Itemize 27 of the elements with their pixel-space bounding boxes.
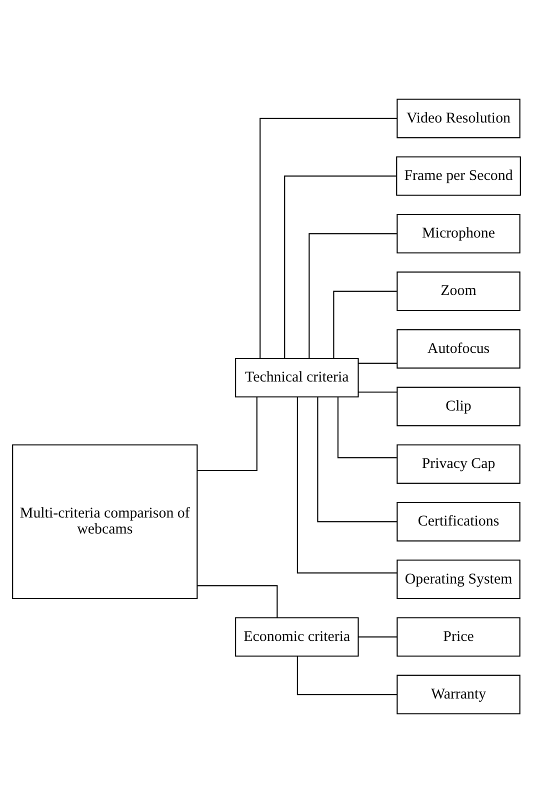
node-box: Video Resolution	[396, 98, 520, 138]
connector	[198, 584, 278, 618]
node-box: Clip	[396, 386, 520, 426]
node-box: Multi-criteria comparison of webcams	[12, 444, 198, 599]
node-box: Technical criteria	[235, 357, 359, 397]
node-box: Certifications	[396, 501, 520, 541]
node-box: Microphone	[396, 213, 520, 253]
connector	[358, 362, 398, 364]
connector	[358, 636, 398, 637]
node-box: Warranty	[396, 674, 520, 714]
node-box: Zoom	[396, 271, 520, 311]
connector	[284, 175, 396, 358]
node-box: Price	[396, 616, 520, 656]
node-box: Privacy Cap	[396, 444, 520, 484]
connector	[296, 656, 398, 695]
node-box: Operating System	[396, 559, 520, 599]
connector	[333, 290, 397, 358]
node-box: Economic criteria	[235, 616, 359, 656]
connector	[317, 396, 398, 522]
connector	[260, 117, 398, 358]
connector	[197, 396, 258, 471]
connector	[337, 396, 397, 458]
connector	[296, 396, 398, 573]
connector	[358, 391, 398, 392]
node-box: Autofocus	[396, 328, 520, 368]
connector	[308, 232, 397, 358]
node-box: Frame per Second	[396, 156, 521, 196]
